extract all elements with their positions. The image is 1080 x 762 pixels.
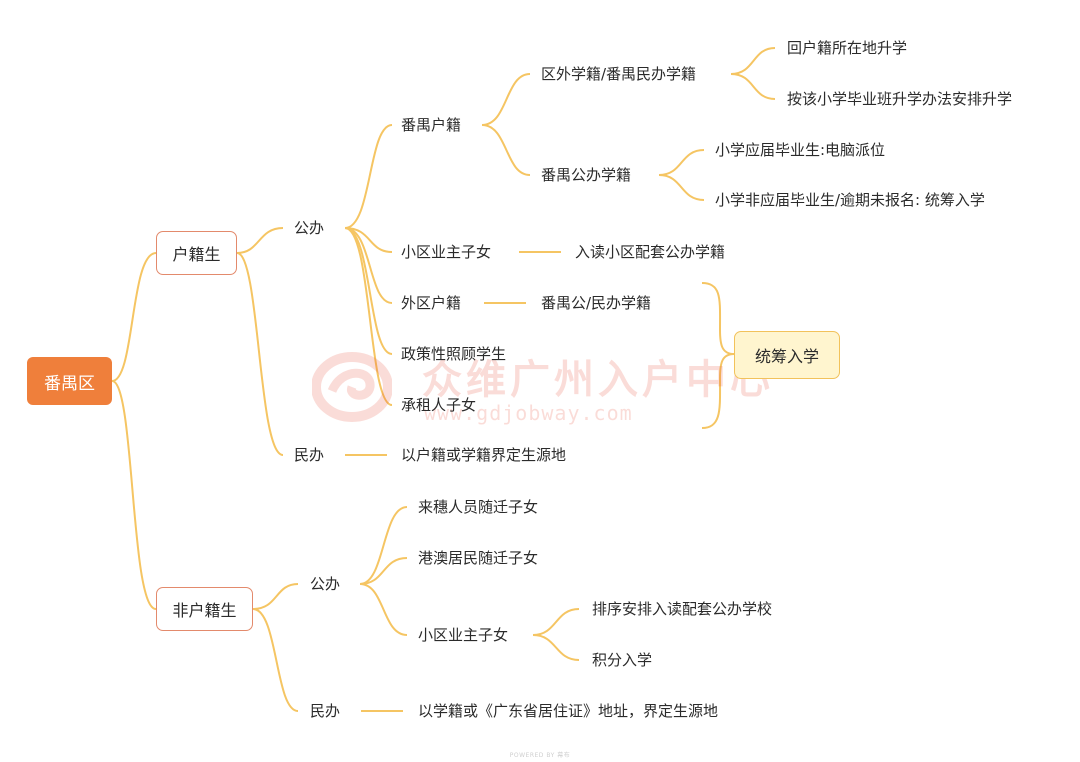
link-fgb-laisui	[359, 506, 408, 585]
node-zhengce[interactable]: 政策性照顾学生	[401, 345, 507, 363]
link-gb-panyu	[344, 124, 393, 229]
link-fh-gongban	[252, 583, 299, 610]
link-root-feihuji	[111, 380, 157, 610]
link-fh-minban	[252, 608, 299, 712]
node-waiqu-child[interactable]: 番禺公/民办学籍	[541, 294, 652, 312]
node-xiaoqu-yezhu[interactable]: 小区业主子女	[401, 243, 492, 261]
link-huji-gongban	[236, 227, 284, 254]
root-node[interactable]: 番禺区	[27, 357, 112, 405]
link-fxq-c1	[532, 608, 580, 636]
node-panyu-huji[interactable]: 番禺户籍	[401, 116, 462, 134]
node-feihuji-minban[interactable]: 民办	[310, 702, 341, 720]
link-quwai-c1	[730, 47, 776, 75]
node-xiaoqu-child[interactable]: 入读小区配套公办学籍	[575, 243, 726, 261]
link-fgb-gangao	[359, 557, 408, 585]
node-pgb-child-1[interactable]: 小学应届毕业生:电脑派位	[715, 141, 886, 159]
node-fh-xiaoqu-child-2[interactable]: 积分入学	[592, 651, 653, 669]
link-fxq-c2	[532, 634, 580, 661]
link-gb-zhengce	[344, 227, 393, 355]
link-pgb-c2	[658, 174, 705, 201]
node-fh-xiaoqu-child-1[interactable]: 排序安排入读配套公办学校	[592, 600, 773, 618]
node-waiqu-huji[interactable]: 外区户籍	[401, 294, 462, 312]
node-quwai-child-1[interactable]: 回户籍所在地升学	[787, 39, 908, 57]
link-root-huji	[111, 252, 157, 382]
link-panyu-gongbanxj	[481, 124, 531, 176]
node-gangao[interactable]: 港澳居民随迁子女	[418, 549, 539, 567]
footer-powered-by: POWERED BY 幕布	[509, 752, 571, 759]
node-quwai-child-2[interactable]: 按该小学毕业班升学办法安排升学	[787, 90, 1013, 108]
summary-bracket	[701, 282, 735, 429]
node-fh-xiaoqu[interactable]: 小区业主子女	[418, 626, 509, 644]
link-pgb-c1	[658, 149, 705, 176]
node-feihuji[interactable]: 非户籍生	[156, 587, 253, 631]
node-huji-minban[interactable]: 民办	[294, 446, 325, 464]
node-huji[interactable]: 户籍生	[156, 231, 237, 275]
node-feihuji-gongban[interactable]: 公办	[310, 575, 341, 593]
summary-tongchou[interactable]: 统筹入学	[734, 331, 840, 379]
node-huji-gongban[interactable]: 公办	[294, 219, 325, 237]
node-chengzu[interactable]: 承租人子女	[401, 396, 477, 414]
node-huji-minban-child[interactable]: 以户籍或学籍界定生源地	[401, 446, 567, 464]
node-panyu-gongban-xueji[interactable]: 番禺公办学籍	[541, 166, 632, 184]
node-laisui[interactable]: 来穗人员随迁子女	[418, 498, 539, 516]
link-quwai-c2	[730, 73, 776, 100]
link-huji-minban	[236, 252, 284, 456]
link-panyu-quwai	[481, 73, 531, 126]
node-fh-minban-child[interactable]: 以学籍或《广东省居住证》地址，界定生源地	[418, 702, 719, 720]
node-quwai-xueji[interactable]: 区外学籍/番禺民办学籍	[541, 65, 697, 83]
node-pgb-child-2[interactable]: 小学非应届毕业生/逾期未报名: 统筹入学	[715, 191, 985, 209]
link-gb-chengzu	[344, 227, 393, 406]
link-fgb-xiaoqu	[359, 583, 408, 636]
